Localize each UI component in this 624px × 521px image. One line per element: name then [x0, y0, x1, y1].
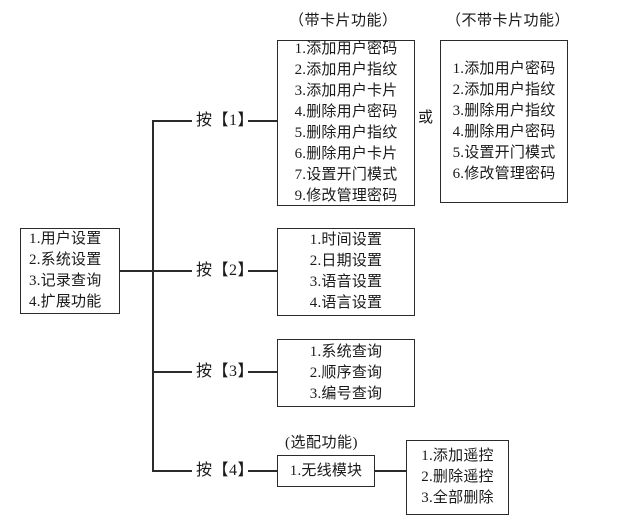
branch1b-item-5: 5.设置开门模式: [452, 144, 556, 161]
connector-trunk-to-key-4: [152, 470, 192, 472]
or-connector-text: 或: [418, 110, 434, 126]
key-label-1[interactable]: 按【1】: [196, 112, 255, 129]
branch4b-item-1: 1.添加遥控: [421, 448, 494, 464]
connector-root-to-trunk: [120, 270, 153, 272]
root-item-4: 4.扩展功能: [29, 294, 102, 310]
branch4b-item-3: 3.全部删除: [421, 490, 494, 506]
branch2-item-2: 2.日期设置: [309, 253, 383, 269]
connector-wireless-to-remote: [375, 470, 407, 472]
key-label-2[interactable]: 按【2】: [196, 262, 255, 279]
connector-key3-to-box: [248, 371, 277, 373]
branch1-item-4: 4.删除用户密码: [294, 104, 398, 120]
branch1-item-8: 9.修改管理密码: [294, 188, 398, 204]
branch2-item-4: 4.语言设置: [309, 295, 383, 311]
branch4-item-1: 1.无线模块: [289, 462, 363, 479]
branch2-box[interactable]: 1.时间设置 2.日期设置 3.语音设置 4.语言设置: [277, 228, 415, 316]
branch3-box[interactable]: 1.系统查询 2.顺序查询 3.编号查询: [277, 339, 415, 407]
branch2-item-1: 1.时间设置: [309, 232, 383, 248]
key-label-4[interactable]: 按【4】: [196, 462, 255, 479]
branch1b-item-2: 2.添加用户指纹: [452, 81, 556, 98]
branch2-item-3: 3.语音设置: [309, 274, 383, 290]
root-item-2: 2.系统设置: [29, 252, 102, 268]
branch1b-item-6: 6.修改管理密码: [452, 165, 556, 182]
root-item-1: 1.用户设置: [29, 231, 102, 247]
branch1-item-2: 2.添加用户指纹: [294, 62, 398, 78]
branch1-item-3: 3.添加用户卡片: [294, 83, 398, 99]
root-item-3: 3.记录查询: [29, 273, 102, 289]
caption-optional-function: (选配功能): [285, 435, 358, 451]
caption-with-card: （带卡片功能）: [289, 13, 398, 29]
branch1-item-1: 1.添加用户密码: [294, 41, 398, 57]
branch3-item-2: 2.顺序查询: [309, 364, 383, 381]
key-label-3[interactable]: 按【3】: [196, 363, 255, 380]
branch1-item-6: 6.删除用户卡片: [294, 146, 398, 162]
branch1-item-5: 5.删除用户指纹: [294, 125, 398, 141]
branch4-wireless-box[interactable]: 1.无线模块: [277, 455, 375, 487]
branch4b-item-2: 2.删除遥控: [421, 469, 494, 485]
branch4-remote-box[interactable]: 1.添加遥控 2.删除遥控 3.全部删除: [406, 440, 509, 515]
connector-key2-to-box: [248, 270, 277, 272]
branch3-item-1: 1.系统查询: [309, 343, 383, 360]
branch1-without-card-box[interactable]: 1.添加用户密码 2.添加用户指纹 3.删除用户指纹 4.删除用户密码 5.设置…: [440, 40, 568, 203]
root-menu-box[interactable]: 1.用户设置 2.系统设置 3.记录查询 4.扩展功能: [20, 228, 120, 314]
branch1b-item-3: 3.删除用户指纹: [452, 102, 556, 119]
branch1b-item-4: 4.删除用户密码: [452, 123, 556, 140]
connector-trunk-to-key-1: [152, 120, 192, 122]
connector-trunk-vertical: [152, 120, 154, 471]
connector-trunk-to-key-3: [152, 371, 192, 373]
connector-key1-to-box: [248, 120, 277, 122]
branch1-with-card-box[interactable]: 1.添加用户密码 2.添加用户指纹 3.添加用户卡片 4.删除用户密码 5.删除…: [277, 40, 415, 206]
branch1-item-7: 7.设置开门模式: [294, 167, 398, 183]
connector-key4-to-box: [248, 470, 277, 472]
branch1b-item-1: 1.添加用户密码: [452, 60, 556, 77]
branch3-item-3: 3.编号查询: [309, 385, 383, 402]
caption-without-card: （不带卡片功能）: [446, 13, 571, 29]
connector-trunk-to-key-2: [152, 270, 192, 272]
